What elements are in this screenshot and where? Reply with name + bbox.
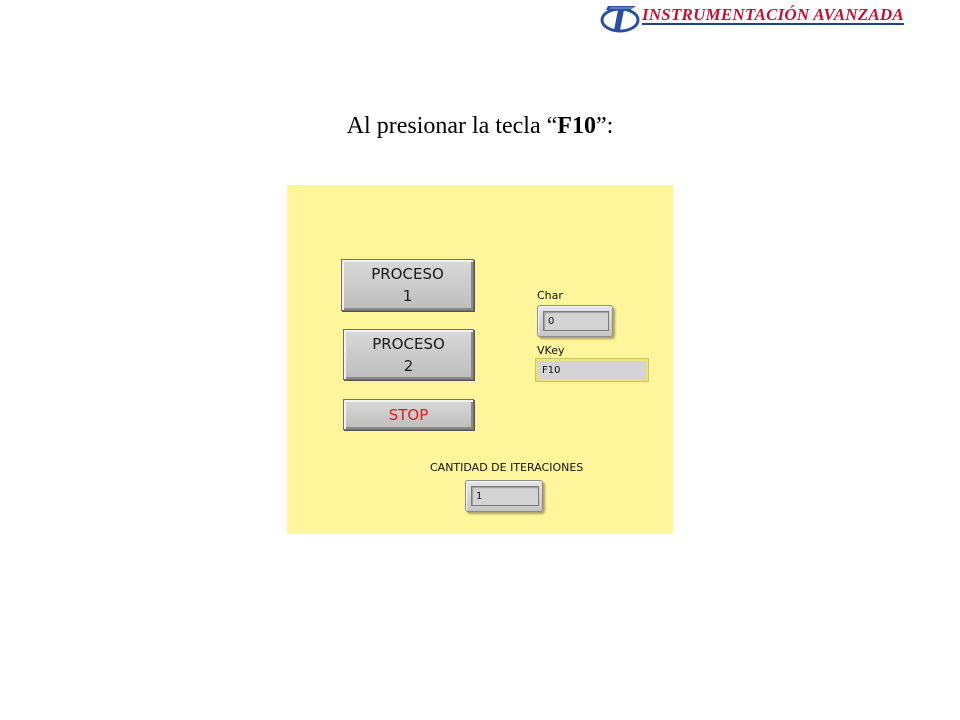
iterations-indicator[interactable]: 1 [465,480,543,512]
vkey-label: VKey [537,344,565,357]
heading-suffix: ”: [595,113,614,139]
header-brand: INSTRUMENTACIÓN AVANZADA [600,0,960,34]
char-indicator[interactable]: 0 [537,305,613,337]
vkey-indicator[interactable]: F10 [535,358,649,382]
stop-button[interactable]: STOP [343,399,474,430]
iterations-label: CANTIDAD DE ITERACIONES [430,461,584,474]
brand-title: INSTRUMENTACIÓN AVANZADA [642,5,904,24]
char-value: 0 [543,311,609,331]
proceso-1-label-line2: 1 [402,287,413,305]
slide-heading: Al presionar la tecla “F10”: [0,113,960,140]
proceso-2-label-line2: 2 [403,356,414,375]
char-label: Char [537,289,563,302]
proceso-1-label-line1: PROCESO [371,265,444,283]
proceso-2-label-line1: PROCESO [372,334,445,353]
heading-prefix: Al presionar la tecla “ [346,113,558,139]
faculty-logo-icon [600,6,640,33]
heading-key: F10 [557,113,596,139]
proceso-2-button[interactable]: PROCESO 2 [343,329,474,380]
iterations-value: 1 [471,486,539,506]
front-panel: PROCESO 1 PROCESO 2 STOP Char 0 VKey F10… [287,185,673,534]
stop-label: STOP [388,405,429,424]
proceso-1-button[interactable]: PROCESO 1 [341,259,474,311]
